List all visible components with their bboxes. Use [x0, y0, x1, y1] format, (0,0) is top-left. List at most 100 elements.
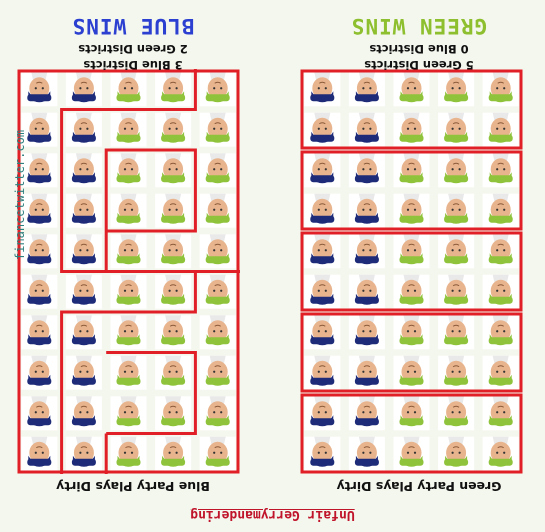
- voter-green-p1-r9-c3: [393, 112, 430, 147]
- voter-green-p2-r1-c1: [199, 436, 236, 471]
- voter-green-p2-r4-c2: [155, 315, 192, 350]
- district-boundary: [60, 69, 240, 273]
- voter-green-p2-r6-c1: [199, 234, 236, 269]
- left-winner-label: GREEN WINS: [350, 14, 488, 38]
- voter-green-p1-r4-c1: [482, 315, 519, 350]
- voter-green-p1-r9-c2: [438, 112, 475, 147]
- voter-green-p2-r8-c3: [110, 153, 147, 188]
- voter-green-p1-r2-c1: [482, 396, 519, 431]
- left-green-district-count: 5 Green Districts: [364, 58, 474, 72]
- voter-blue-p2-r9-c5: [21, 112, 58, 147]
- voter-green-p1-r1-c3: [393, 436, 430, 471]
- voter-green-p2-r9-c1: [199, 112, 236, 147]
- voter-blue-p1-r9-c5: [304, 112, 341, 147]
- voter-blue-p1-r5-c5: [304, 274, 341, 309]
- voter-blue-p2-r1-c5: [21, 436, 58, 471]
- district-outline: [300, 231, 523, 312]
- voter-green-p2-r2-c3: [110, 396, 147, 431]
- voter-green-p1-r8-c3: [393, 153, 430, 188]
- voter-green-p1-r7-c3: [393, 193, 430, 228]
- voter-green-p2-r2-c1: [199, 396, 236, 431]
- voter-blue-p2-r5-c4: [65, 274, 102, 309]
- voter-blue-p2-r7-c5: [21, 193, 58, 228]
- voter-green-p2-r5-c2: [155, 274, 192, 309]
- voter-green-p2-r5-c1: [199, 274, 236, 309]
- voter-blue-p2-r2-c5: [21, 396, 58, 431]
- voter-green-p2-r1-c2: [155, 436, 192, 471]
- voter-blue-p1-r1-c5: [304, 436, 341, 471]
- voter-blue-p2-r10-c4: [65, 72, 102, 107]
- voter-blue-p1-r9-c4: [348, 112, 385, 147]
- voter-blue-p2-r4-c4: [65, 315, 102, 350]
- district-outline: [300, 69, 523, 150]
- voter-blue-p2-r9-c4: [65, 112, 102, 147]
- voter-green-p2-r6-c2: [155, 234, 192, 269]
- voter-green-p1-r5-c2: [438, 274, 475, 309]
- voter-blue-p1-r4-c4: [348, 315, 385, 350]
- district-boundary: [106, 351, 197, 435]
- voter-blue-p1-r10-c4: [348, 72, 385, 107]
- voter-blue-p2-r2-c4: [65, 396, 102, 431]
- voter-green-p2-r10-c2: [155, 72, 192, 107]
- voter-green-p1-r10-c2: [438, 72, 475, 107]
- voter-blue-p1-r6-c5: [304, 234, 341, 269]
- voter-blue-p2-r1-c4: [65, 436, 102, 471]
- voter-blue-p2-r6-c4: [65, 234, 102, 269]
- voter-blue-p1-r2-c5: [304, 396, 341, 431]
- voter-green-p2-r2-c2: [155, 396, 192, 431]
- voter-green-p2-r1-c3: [110, 436, 147, 471]
- voter-blue-p1-r1-c4: [348, 436, 385, 471]
- voter-green-p1-r3-c2: [438, 355, 475, 390]
- voter-green-p1-r10-c1: [482, 72, 519, 107]
- voter-blue-p2-r8-c5: [21, 153, 58, 188]
- voter-green-p2-r5-c3: [110, 274, 147, 309]
- voter-green-p2-r6-c3: [110, 234, 147, 269]
- voter-green-p1-r1-c1: [482, 436, 519, 471]
- voter-blue-p1-r7-c5: [304, 193, 341, 228]
- voter-blue-p1-r5-c4: [348, 274, 385, 309]
- voter-green-p1-r5-c3: [393, 274, 430, 309]
- voter-green-p2-r4-c1: [199, 315, 236, 350]
- voter-green-p1-r5-c1: [482, 274, 519, 309]
- voter-green-p2-r7-c2: [155, 193, 192, 228]
- voter-blue-p1-r7-c4: [348, 193, 385, 228]
- voter-blue-p1-r2-c4: [348, 396, 385, 431]
- voter-green-p1-r6-c2: [438, 234, 475, 269]
- voter-green-p1-r2-c3: [393, 396, 430, 431]
- voter-green-p2-r9-c3: [110, 112, 147, 147]
- voter-blue-p2-r3-c4: [65, 355, 102, 390]
- voter-blue-p2-r8-c4: [65, 153, 102, 188]
- voter-green-p1-r7-c2: [438, 193, 475, 228]
- voter-blue-p1-r6-c4: [348, 234, 385, 269]
- voter-green-p1-r3-c1: [482, 355, 519, 390]
- left-blue-district-count: 0 Blue Districts: [369, 42, 469, 56]
- voter-green-p2-r8-c1: [199, 153, 236, 188]
- right-winner-label: BLUE WINS: [71, 14, 195, 38]
- voter-green-p1-r1-c2: [438, 436, 475, 471]
- voter-blue-p2-r6-c5: [21, 234, 58, 269]
- district-outline: [300, 393, 523, 474]
- voter-blue-p2-r3-c5: [21, 355, 58, 390]
- voter-green-p2-r7-c1: [199, 193, 236, 228]
- voter-green-p1-r6-c3: [393, 234, 430, 269]
- voter-blue-p2-r4-c5: [21, 315, 58, 350]
- watermark-text: financetwitter.com: [13, 129, 27, 260]
- voter-green-p2-r10-c3: [110, 72, 147, 107]
- voter-green-p1-r2-c2: [438, 396, 475, 431]
- voter-blue-p1-r3-c5: [304, 355, 341, 390]
- voter-blue-p2-r10-c5: [21, 72, 58, 107]
- voter-green-p1-r9-c1: [482, 112, 519, 147]
- voter-green-p1-r10-c3: [393, 72, 430, 107]
- voter-blue-p1-r4-c5: [304, 315, 341, 350]
- district-outline: [300, 312, 523, 393]
- right-blue-district-count: 3 Blue Districts: [83, 58, 183, 72]
- right-green-district-count: 2 Green Districts: [78, 42, 188, 56]
- district-boundary: [104, 148, 197, 272]
- district-boundary: [60, 271, 197, 474]
- voter-green-p1-r8-c2: [438, 153, 475, 188]
- voter-green-p2-r7-c3: [110, 193, 147, 228]
- voter-green-p2-r3-c2: [155, 355, 192, 390]
- voter-green-p1-r6-c1: [482, 234, 519, 269]
